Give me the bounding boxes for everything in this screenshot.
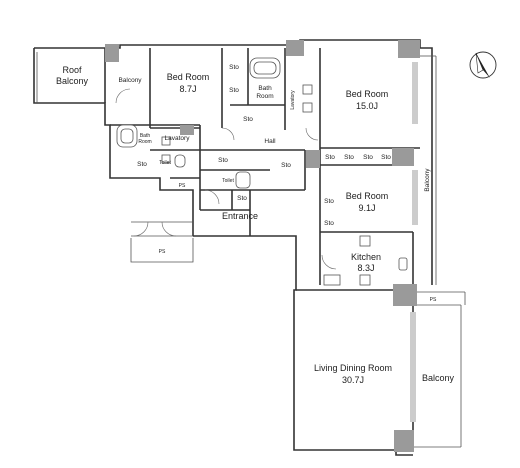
area-bedroom-a: 8.7J [179, 84, 196, 94]
label-bath-west: Bath [140, 133, 151, 139]
label-sto: Sto [363, 154, 373, 161]
label-sto: Sto [229, 64, 239, 71]
door-swings [115, 88, 337, 270]
label-ps-c: PS [430, 297, 437, 303]
label-sto: Sto [229, 87, 239, 94]
area-kitchen: 8.3J [357, 263, 374, 273]
label-balcony-nw: Balcony [118, 77, 142, 84]
label-sto: Sto [324, 198, 334, 205]
label-bedroom-a: Bed Room [167, 72, 210, 82]
label-toilet-a: Toilet [159, 160, 171, 166]
label-bath-north: Bath [258, 85, 272, 92]
label-balcony-se: Balcony [422, 373, 455, 383]
area-living: 30.7J [342, 375, 364, 385]
label-living: Living Dining Room [314, 363, 392, 373]
label-sto: Sto [237, 195, 247, 202]
label-ps-a: PS [179, 183, 186, 189]
label-sto: Sto [243, 116, 253, 123]
label-sto: Sto [281, 162, 291, 169]
north-arrow-icon [469, 51, 497, 79]
area-bedroom-b: 15.0J [356, 101, 378, 111]
room-labels: Roof Balcony Balcony Bed Room 8.7J Bath … [56, 65, 455, 385]
label-sto: Sto [325, 154, 335, 161]
label-roof-balcony-2: Balcony [56, 76, 89, 86]
label-sto: Sto [218, 157, 228, 164]
label-kitchen: Kitchen [351, 252, 381, 262]
label-bath-north-2: Room [256, 93, 273, 100]
label-entrance: Entrance [222, 211, 258, 221]
storage-labels: Sto Sto Sto Sto Sto Sto Sto Sto Sto Sto … [137, 64, 391, 227]
label-sto: Sto [381, 154, 391, 161]
label-roof-balcony: Roof [62, 65, 82, 75]
label-lavatory-north: Lavatory [290, 90, 296, 110]
label-bath-west-2: Room [138, 139, 151, 145]
label-toilet-b: Toilet [222, 178, 234, 184]
label-balcony-east: Balcony [424, 168, 431, 192]
area-bedroom-c: 9.1J [358, 203, 375, 213]
label-sto: Sto [324, 220, 334, 227]
label-ps-b: PS [159, 249, 166, 255]
label-lavatory-west: Lavatory [165, 135, 191, 142]
label-sto: Sto [137, 161, 147, 168]
structural-pillars [105, 40, 420, 452]
fixtures [116, 57, 408, 286]
label-bedroom-b: Bed Room [346, 89, 389, 99]
label-bedroom-c: Bed Room [346, 191, 389, 201]
label-hall: Hall [264, 138, 276, 145]
label-sto: Sto [344, 154, 354, 161]
window-marks [410, 62, 418, 422]
balcony-rails [413, 55, 466, 448]
